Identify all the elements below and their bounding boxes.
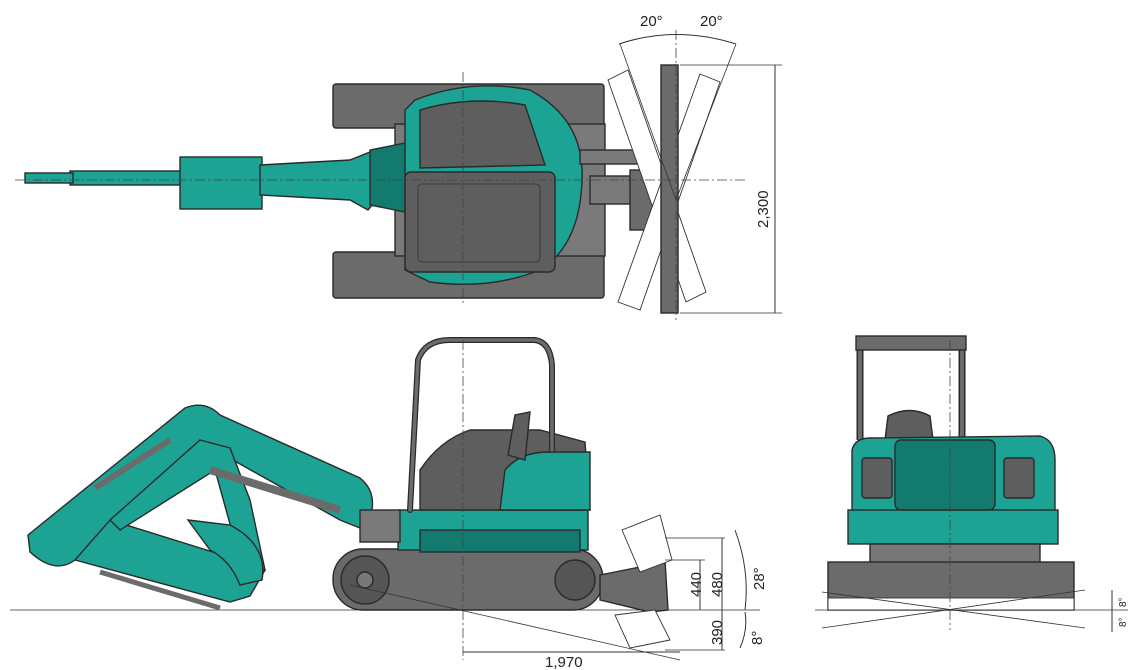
top-engine-hood [419,100,546,169]
side-idler-hub [356,571,374,589]
side-seat [507,411,531,461]
rear-light-right [1003,457,1035,499]
side-blade-drop-label: 390 [709,620,726,645]
top-swing-right-label: 20° [700,13,723,30]
side-lift-angle-label: 28° [751,567,768,590]
side-blade-reach-label: 1,970 [545,654,583,670]
top-cab-roof [404,171,556,273]
side-slope-line [349,584,681,661]
rear-tilt-lower-label: 8° [1118,617,1128,627]
top-boom [259,151,381,211]
top-blade-width-label: 2,300 [755,190,772,228]
side-boom-cylinder [208,466,342,514]
side-lower-body [419,529,581,553]
top-swing-left-label: 20° [640,13,663,30]
rear-light-left [861,457,893,499]
top-arm-tip [24,172,74,184]
top-swing-line-left [619,43,677,201]
rear-blade-ghost [827,597,1075,611]
side-boom [27,404,374,567]
side-view: 440 480 390 28° 8° 1,970 [10,337,768,670]
side-blade-height-label: 480 [709,572,726,597]
side-blade [599,559,669,613]
rear-canopy-roof [855,335,967,351]
side-lift-angle-arc [734,529,747,611]
side-drop-angle-label: 8° [749,631,766,645]
rear-view: 8° 8° [815,335,1128,632]
side-bucket-link [99,569,221,611]
side-canopy-frame-fill [408,338,554,512]
side-drop-angle-arc [739,611,747,649]
top-view: 20° 20° 2,300 [15,13,782,320]
rear-seat [884,409,934,441]
rear-tilt-upper-label: 8° [1118,597,1128,607]
rear-lower-body [847,509,1059,545]
top-arm [69,170,191,186]
top-swing-line-right [675,43,737,201]
side-sprocket [554,559,596,601]
top-blade [660,64,679,314]
side-blade-lift-label: 440 [688,572,705,597]
side-arm-cylinder [93,437,172,491]
side-bucket [186,519,264,586]
top-cab-inner [417,183,541,263]
side-swing-bracket [359,509,401,543]
side-blade-ghost-lower [614,609,671,649]
top-bucket [179,156,263,210]
rear-tilt-line-up [821,589,1086,629]
rear-engine-cover [894,439,996,511]
side-rear-panel [499,451,591,511]
rear-undercarriage [869,543,1041,565]
top-swing-arc [618,34,737,45]
